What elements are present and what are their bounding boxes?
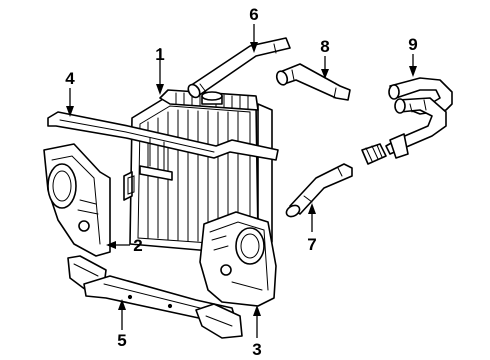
bypass-hose — [275, 63, 351, 101]
right-support-panel — [199, 211, 277, 307]
callout-2: 2 — [133, 236, 142, 255]
upper-hose — [187, 37, 291, 99]
water-pipe — [361, 77, 453, 165]
callout-leaders — [66, 24, 417, 338]
callout-4: 4 — [65, 69, 75, 88]
callout-3: 3 — [252, 340, 261, 359]
callout-8: 8 — [320, 37, 329, 56]
callout-5: 5 — [117, 331, 126, 350]
callout-9: 9 — [408, 35, 417, 54]
callout-1: 1 — [155, 45, 164, 64]
callout-numbers: 1 2 3 4 5 6 7 8 9 — [65, 5, 417, 359]
lower-support — [67, 255, 243, 339]
upper-tie-bar — [47, 111, 279, 195]
lower-hose — [285, 163, 353, 218]
callout-7: 7 — [307, 235, 316, 254]
callout-6: 6 — [249, 5, 258, 24]
left-support-panel — [43, 143, 111, 257]
